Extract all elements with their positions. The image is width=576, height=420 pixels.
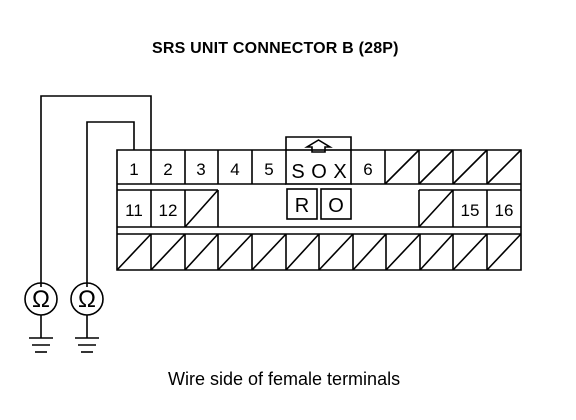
pin-label: 12 (159, 201, 178, 220)
pin-label: 6 (363, 160, 372, 179)
center-label-x: X (333, 161, 346, 183)
boxed-label-r: R (295, 195, 309, 217)
boxed-label-o: O (328, 195, 344, 217)
diagram-caption: Wire side of female terminals (168, 369, 401, 389)
pin-label: 11 (125, 201, 143, 220)
ohm-symbol-2: Ω (78, 286, 96, 313)
pin-label: 5 (264, 160, 273, 179)
ground-1-icon (29, 315, 53, 353)
pin-label: 4 (230, 160, 239, 179)
lock-arrow-icon (304, 139, 333, 153)
empty-cavity-hatching (116, 149, 522, 271)
pin-label: 16 (495, 201, 514, 220)
ohm-symbol-1: Ω (32, 286, 50, 313)
pin-label: 15 (461, 201, 480, 220)
pin-label: 2 (163, 160, 172, 179)
o-terminal-box (320, 188, 352, 220)
center-key-window (285, 149, 352, 185)
meter-2-lead (86, 121, 135, 287)
r-terminal-box (286, 188, 318, 220)
pin-label: 1 (129, 160, 138, 179)
center-label-s: S (291, 161, 304, 183)
pin-label: 3 (196, 160, 205, 179)
meter-1-lead (40, 95, 152, 287)
ground-2-icon (75, 315, 99, 353)
center-label-o: O (311, 161, 327, 183)
diagram-title: SRS UNIT CONNECTOR B (28P) (152, 40, 399, 57)
